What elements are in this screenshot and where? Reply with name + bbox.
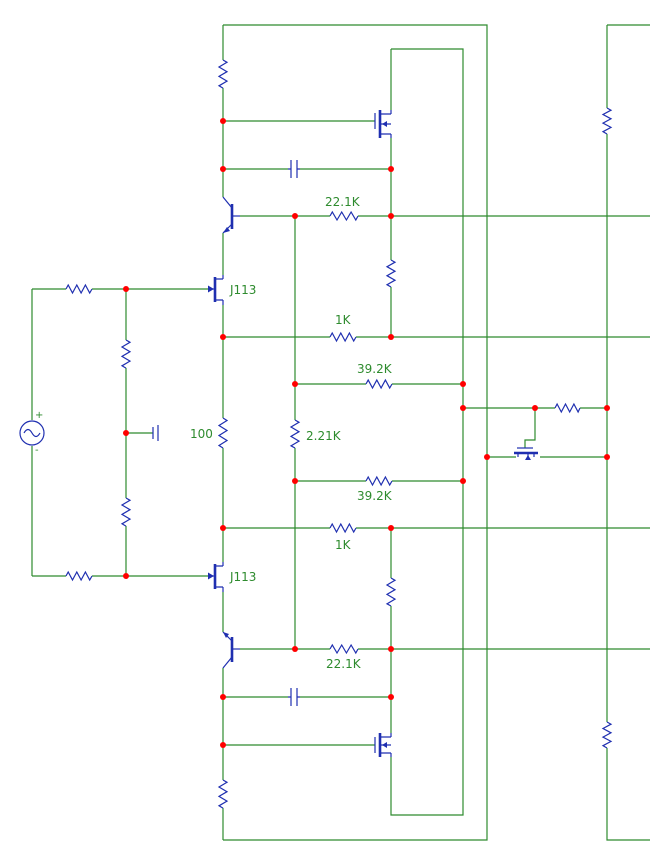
- resistor-far-right-lower: [601, 721, 613, 749]
- resistors: [65, 59, 613, 809]
- resistor-input-top: [65, 283, 93, 295]
- label-22-1k-bottom: 22.1K: [326, 657, 362, 671]
- jfet-top: [208, 275, 224, 305]
- resistor-top-rail: [217, 59, 229, 89]
- resistor-22-1k-top: [329, 210, 359, 222]
- jfet-bottom: [208, 562, 224, 592]
- label-j113-top: J113: [229, 283, 256, 297]
- mosfet-bottom: [374, 733, 392, 757]
- label-1k-bottom: 1K: [335, 538, 352, 552]
- mosfet-top: [374, 110, 392, 138]
- resistor-right-section: [554, 402, 581, 414]
- capacitor-top: [288, 160, 300, 178]
- label-1k-top: 1K: [335, 313, 352, 327]
- resistor-39-2k-top: [365, 378, 393, 390]
- bjt-bottom: [222, 631, 240, 669]
- label-j113-bottom: J113: [229, 570, 256, 584]
- capacitor-bottom: [288, 688, 300, 706]
- resistor-right-lower: [385, 577, 397, 607]
- label-2-21k: 2.21K: [306, 429, 342, 443]
- mosfet-right: [514, 447, 538, 460]
- bjt-top: [222, 196, 240, 234]
- resistor-1k-top: [329, 331, 357, 343]
- wires: [31, 24, 650, 841]
- resistor-input-upper: [120, 339, 132, 369]
- resistor-far-right-upper: [601, 107, 613, 135]
- resistor-100: [217, 417, 229, 449]
- resistor-right-upper: [385, 259, 397, 288]
- capacitors: [288, 160, 300, 706]
- resistor-bottom-rail: [217, 779, 229, 809]
- label-39-2k-bottom: 39.2K: [357, 489, 393, 503]
- resistor-2-21k: [289, 419, 301, 449]
- resistor-39-2k-bottom: [365, 475, 393, 487]
- resistor-input-bottom: [65, 570, 93, 582]
- resistor-input-lower: [120, 497, 132, 527]
- junction-nodes: [123, 118, 610, 748]
- ground-symbol: [152, 425, 159, 441]
- label-source-minus: -: [35, 445, 39, 456]
- label-source-plus: +: [35, 410, 43, 421]
- label-22-1k-top: 22.1K: [325, 195, 361, 209]
- resistor-22-1k-bottom: [329, 643, 359, 655]
- resistor-1k-bottom: [329, 522, 357, 534]
- label-100: 100: [190, 427, 213, 441]
- component-labels: 22.1K J113 1K 39.2K 100 2.21K 39.2K 1K J…: [35, 195, 393, 671]
- label-39-2k-top: 39.2K: [357, 362, 393, 376]
- ac-source: [19, 420, 45, 446]
